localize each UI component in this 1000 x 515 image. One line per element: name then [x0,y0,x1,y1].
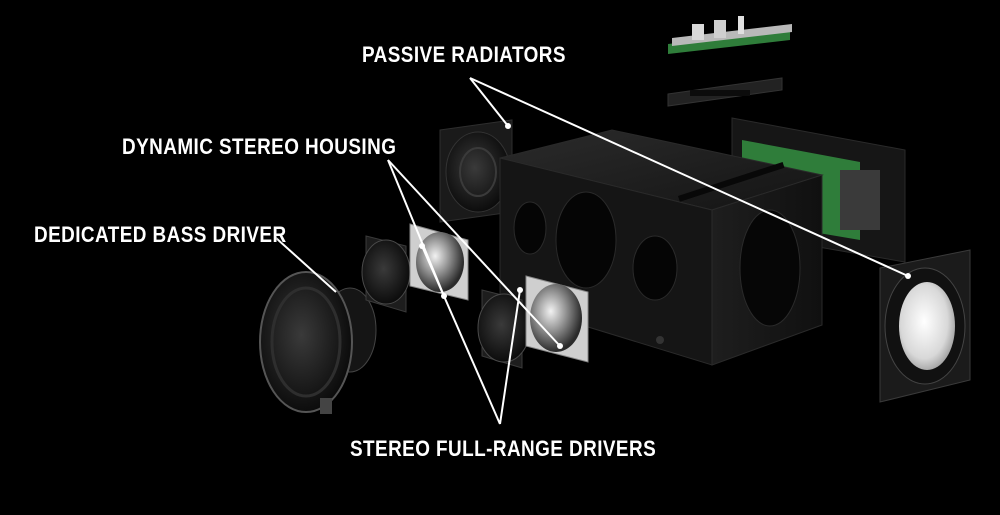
right-full-range-driver [477,275,589,369]
leader-lines [275,77,909,425]
label-dedicated-bass-driver: DEDICATED BASS DRIVER [34,222,287,247]
bass-driver [259,271,377,414]
label-stereo-full-range-drivers: STEREO FULL-RANGE DRIVERS [350,436,657,461]
label-dynamic-stereo-housing: DYNAMIC STEREO HOUSING [122,134,397,159]
left-full-range-driver [361,223,469,313]
front-passive-radiator [879,249,971,403]
leader-fullrange-left [421,245,501,425]
leader-fullrange-right [499,289,521,425]
leader-passive-rear [469,77,509,127]
leader-passive-front [469,77,909,277]
leader-housing-right [387,159,561,347]
leader-bass [275,237,337,293]
label-passive-radiators: PASSIVE RADIATORS [362,42,566,67]
control-board [667,16,792,107]
leader-dots [419,123,911,349]
